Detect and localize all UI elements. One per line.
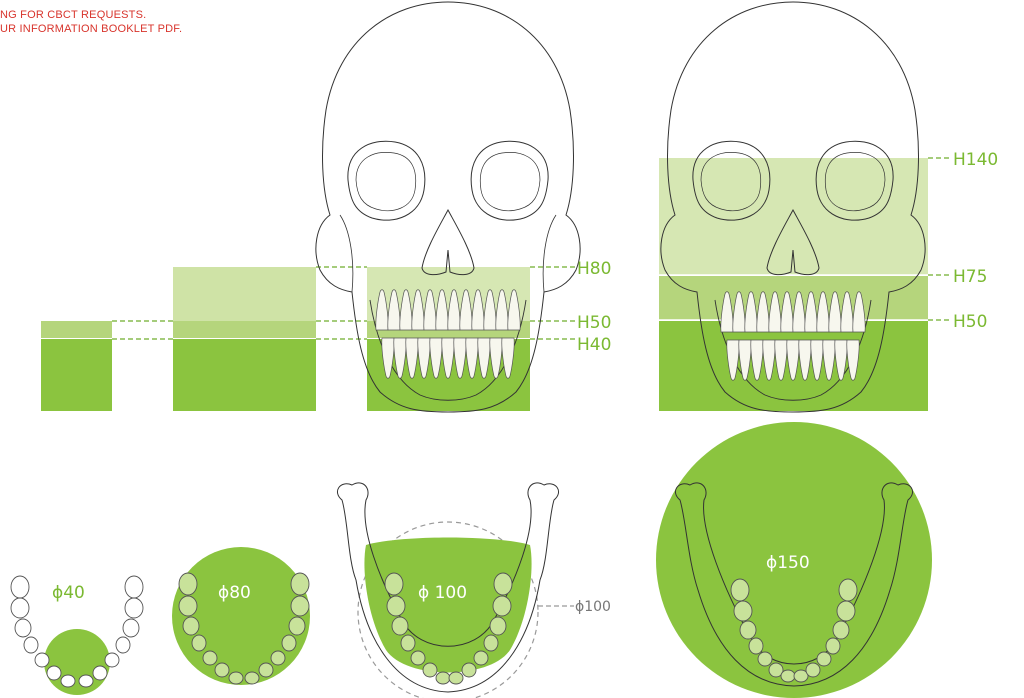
fov-block-80x80 — [173, 267, 316, 411]
label-d150: ϕ150 — [766, 553, 810, 573]
label-d100: ϕ 100 — [418, 583, 467, 603]
label-h140: H140 — [953, 150, 998, 170]
height-guides-right — [928, 158, 952, 320]
label-d100-outer: ϕ100 — [575, 599, 611, 615]
label-d80: ϕ80 — [218, 583, 251, 603]
label-h75: H75 — [953, 267, 987, 287]
skull-illustration-right — [659, 2, 928, 412]
fov-block-40x40 — [41, 321, 112, 411]
label-d40: ϕ40 — [52, 583, 85, 603]
arch-diameter-80 — [172, 547, 310, 685]
label-h50: H50 — [577, 313, 611, 333]
label-h80: H80 — [577, 259, 611, 279]
label-h40: H40 — [577, 335, 611, 355]
label-h50-right: H50 — [953, 312, 987, 332]
skull-illustration-left — [316, 2, 580, 412]
